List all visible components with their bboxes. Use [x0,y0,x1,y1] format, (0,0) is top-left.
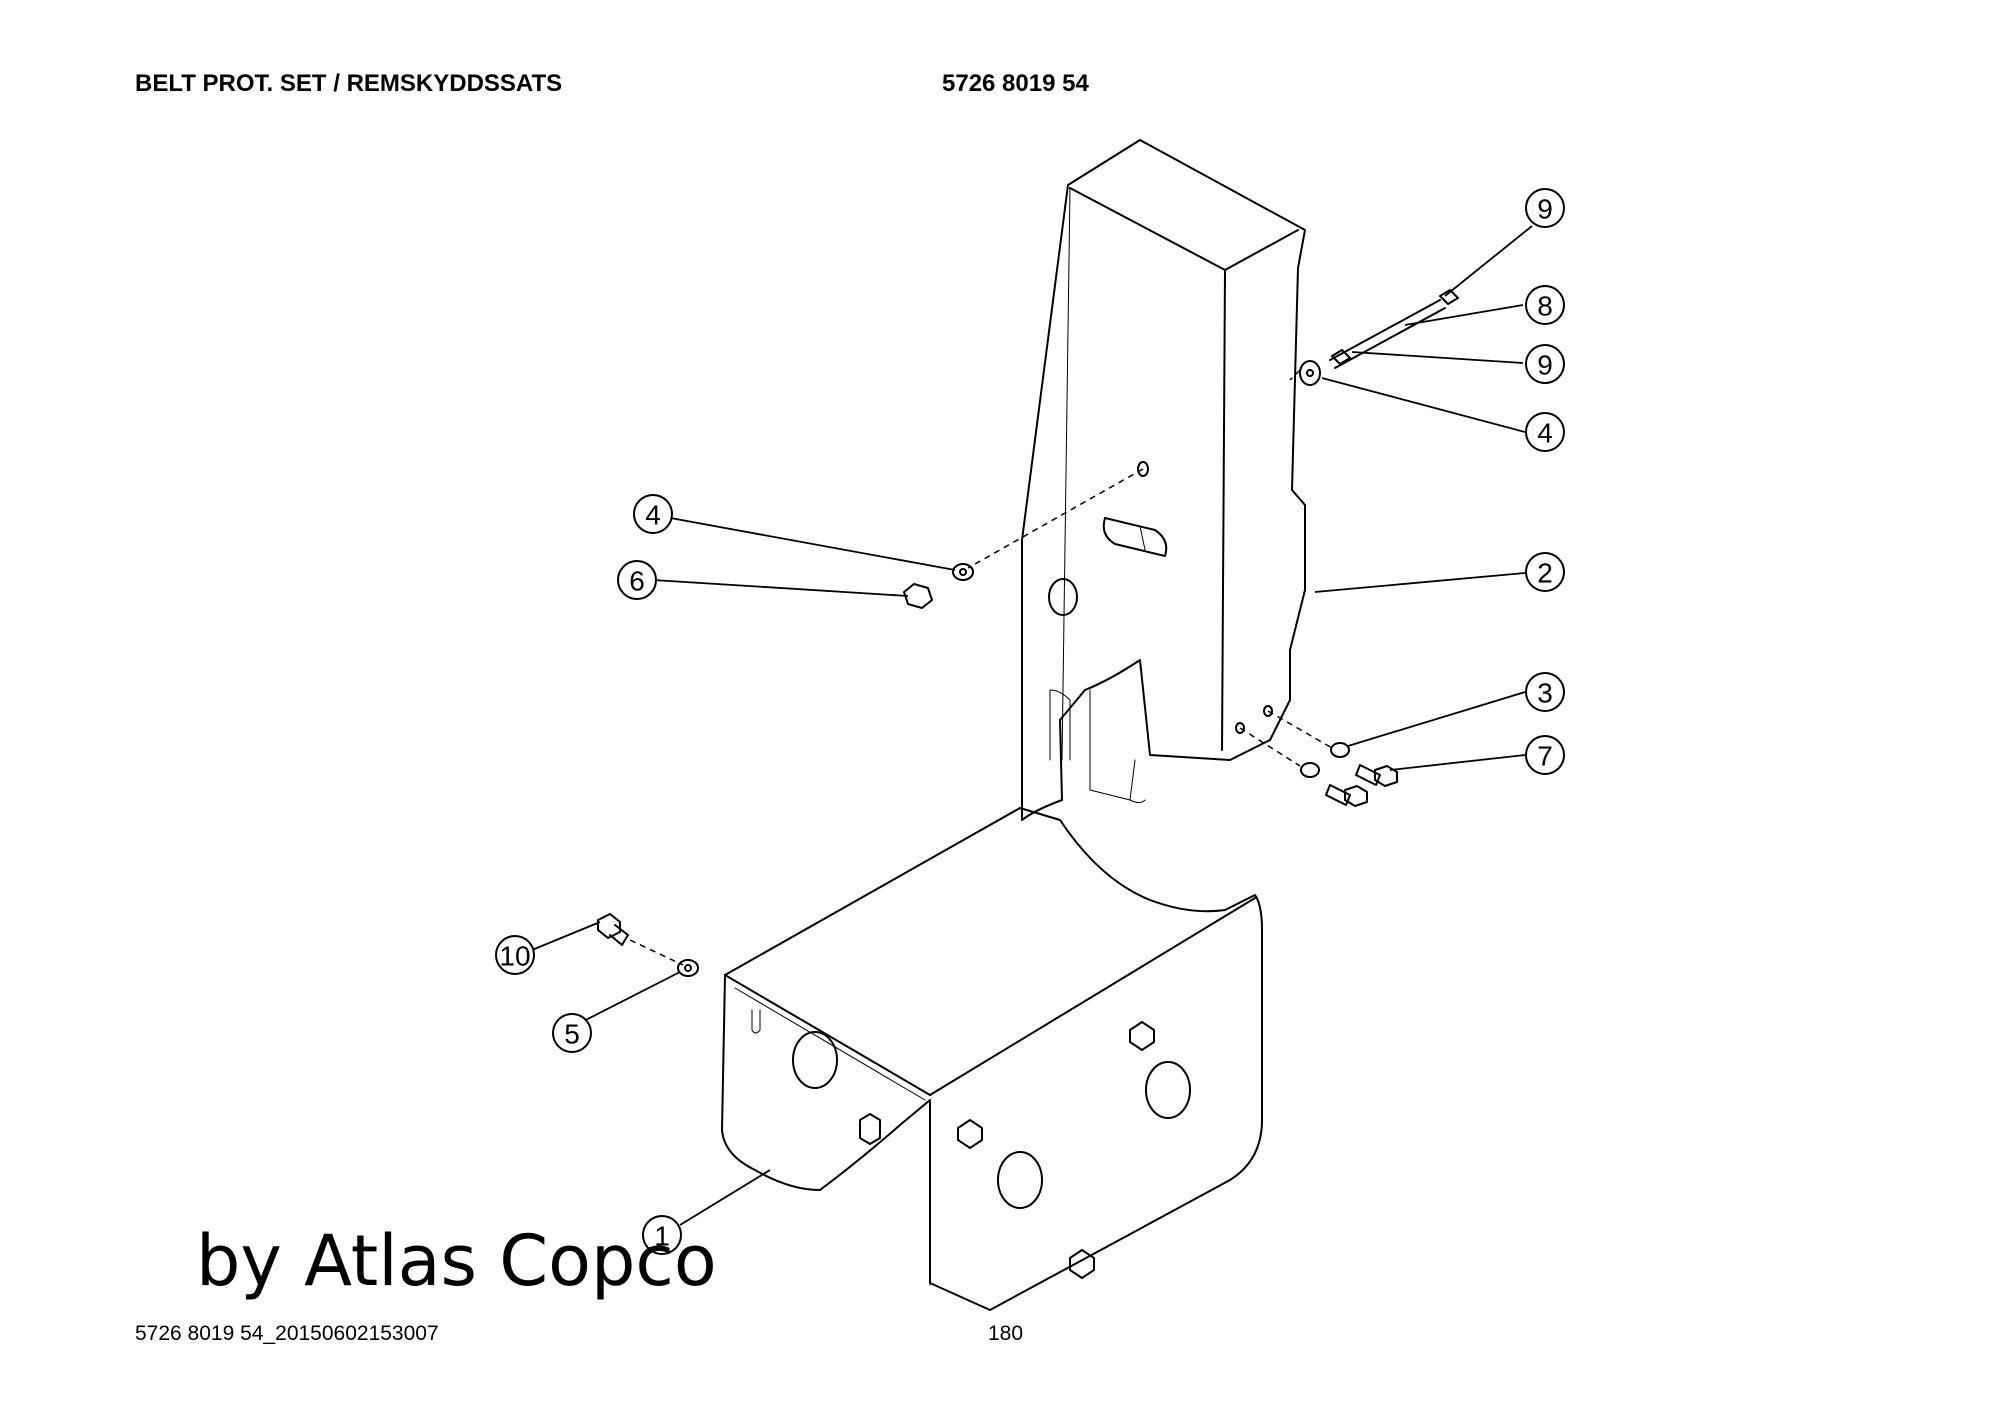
callout-2: 2 [1525,552,1565,592]
part-10-bolt [597,913,621,939]
part-number: 5726 8019 54 [942,70,1089,97]
part-1-weld-nut [1069,1249,1095,1279]
part-2-hole [1048,578,1078,616]
part-2-upper-guard [1021,139,1306,821]
footer-doc-id: 5726 8019 54_20150602153007 [135,1322,439,1345]
callout-4-left-label: 4 [645,500,661,531]
callout-1: 1 [642,1215,682,1255]
callout-3: 3 [1525,672,1565,712]
part-4-washer [952,563,974,581]
part-8-threaded-rod [1329,299,1446,369]
part-1-weld-nut [1129,1021,1155,1051]
callout-2-label: 2 [1537,558,1553,589]
part-3-washer [1330,742,1350,758]
callout-9-mid: 9 [1525,344,1565,384]
callout-10-label: 10 [499,941,530,972]
callout-9-mid-label: 9 [1537,350,1553,381]
watermark-text: by Atlas Copco [196,1220,717,1302]
callout-4-right: 4 [1525,412,1565,452]
part-1-weld-nut [859,1113,881,1145]
callout-8: 8 [1525,285,1565,325]
part-7-bolt [1355,764,1381,786]
part-9-nut-top [1439,289,1459,305]
callout-4-left: 4 [633,494,673,534]
diagram-title: BELT PROT. SET / REMSKYDDSSATS [135,70,563,97]
callout-9-top: 9 [1525,188,1565,228]
callout-9-top-label: 9 [1537,194,1553,225]
part-9-nut [1331,349,1351,365]
callout-5: 5 [552,1013,592,1053]
part-1-lower-guard [721,807,1263,1311]
callout-7: 7 [1525,735,1565,775]
callout-6-label: 6 [629,566,645,597]
callout-7-label: 7 [1537,741,1553,772]
callout-10: 10 [495,935,535,975]
part-1-hole [792,1031,838,1089]
callout-8-label: 8 [1537,291,1553,322]
part-4-washer-top [1299,360,1321,386]
part-5-washer [677,959,699,977]
callout-3-label: 3 [1537,678,1553,709]
callout-1-label: 1 [654,1221,670,1252]
callout-4-right-label: 4 [1537,418,1553,449]
part-6-cap-nut [903,583,933,609]
part-2-slot [1102,517,1168,557]
callout-6: 6 [617,560,657,600]
part-1-hole [997,1151,1043,1209]
callout-5-label: 5 [564,1019,580,1050]
part-1-hole [1145,1061,1191,1119]
footer-page-number: 180 [988,1322,1024,1345]
part-1-weld-nut [957,1119,983,1149]
